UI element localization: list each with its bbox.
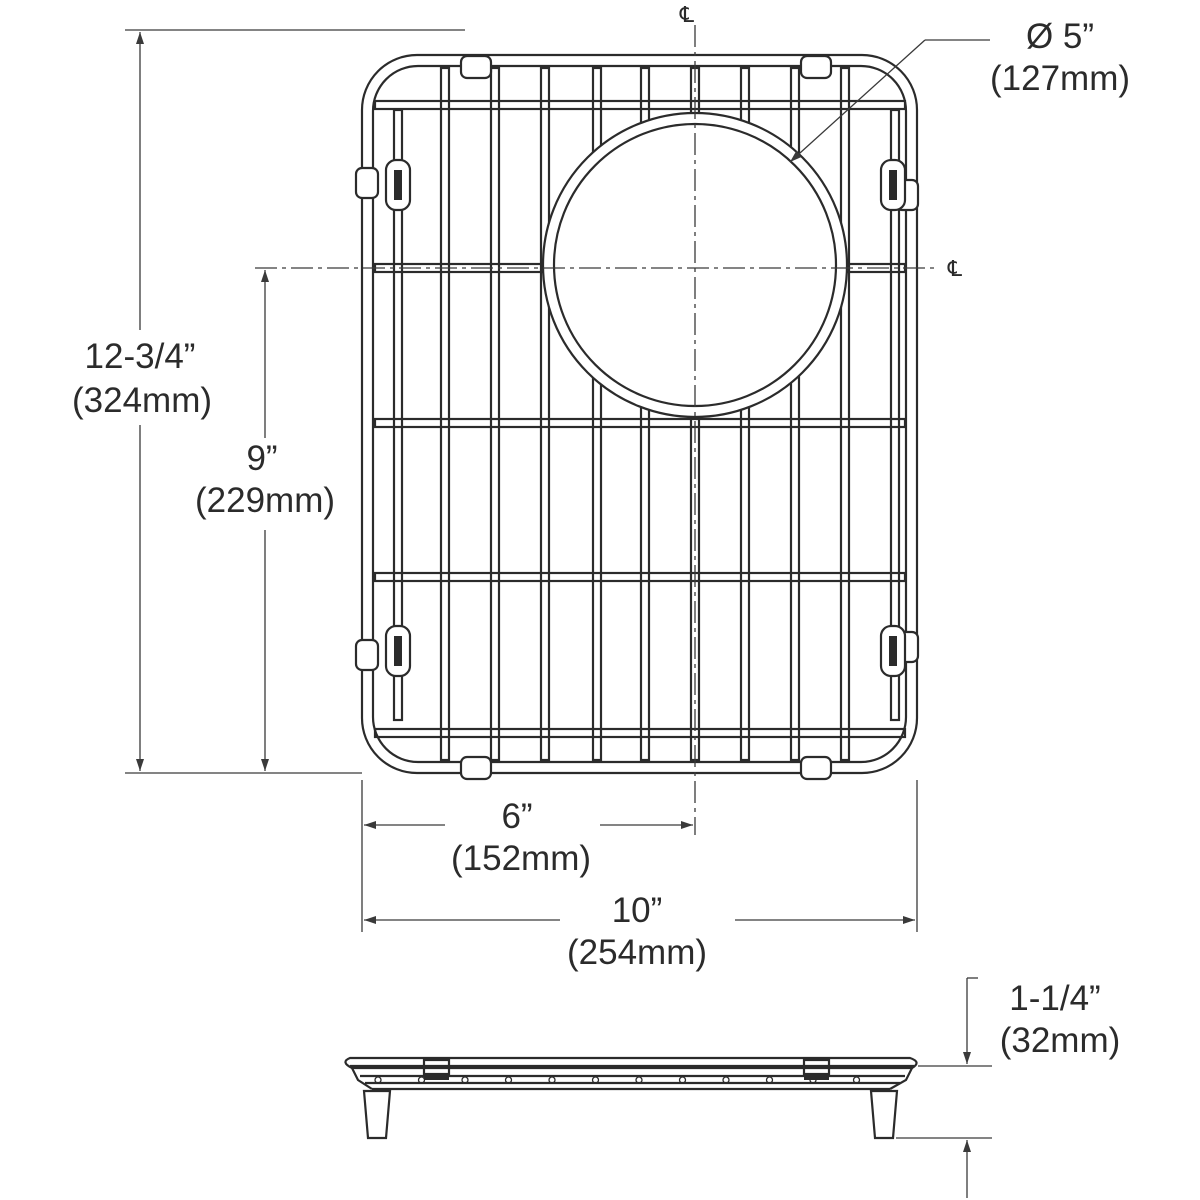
side-bar-end: [548, 1076, 556, 1084]
side-bar-end: [635, 1076, 643, 1084]
grid-bar: [539, 66, 551, 762]
side-bar-end: [852, 1076, 861, 1084]
bumper-clip: [459, 755, 493, 781]
overall-width-dimension: 10” (254mm): [364, 891, 915, 972]
bumper-clip: [799, 755, 833, 781]
grid-bar: [639, 66, 651, 762]
side-bar-end: [461, 1076, 469, 1084]
bumper-clip: [459, 54, 493, 80]
rack-side-view: [344, 1056, 918, 1140]
height-dimension: 1-1/4” (32mm): [896, 977, 1121, 1198]
side-bar-end: [722, 1076, 730, 1084]
overall-length-metric: (324mm): [72, 381, 212, 420]
bar-connector-core: [394, 636, 402, 666]
grid-bar: [489, 66, 501, 762]
bumper-clip: [354, 638, 380, 672]
drain-opening-outer: [541, 111, 849, 419]
overall-width-metric: (254mm): [567, 933, 707, 972]
centerline-symbol-top: ℄: [679, 3, 695, 28]
bar-connector-core: [394, 170, 402, 200]
bar-connector-core: [889, 170, 897, 200]
side-bar-end: [374, 1076, 382, 1084]
bar-connector-core: [889, 636, 897, 666]
drain-diameter-imperial: Ø 5”: [1026, 17, 1094, 56]
overall-length-imperial: 12-3/4”: [85, 337, 196, 376]
rack-outer-frame: [360, 53, 919, 775]
grid-crossbar: [373, 571, 907, 583]
grid-crossbar: [373, 99, 907, 111]
height-metric: (32mm): [1000, 1021, 1121, 1060]
centerline-symbol-right: ℄: [947, 257, 963, 282]
grid-crossbar: [373, 417, 907, 429]
drain-offset-length-metric: (229mm): [195, 481, 335, 520]
drain-diameter-dimension: Ø 5” (127mm): [789, 17, 1130, 163]
overall-width-imperial: 10”: [612, 891, 663, 930]
overall-length-dimension: 12-3/4” (324mm): [72, 29, 465, 774]
side-clip-right: [802, 1058, 831, 1076]
side-bar-end: [765, 1076, 774, 1084]
grid-bar: [591, 66, 603, 762]
drain-diameter-metric: (127mm): [990, 59, 1130, 98]
side-clip-left: [422, 1058, 451, 1076]
grid-bar: [739, 66, 751, 762]
rack-inner-frame: [371, 64, 908, 764]
grid-bar: [789, 66, 801, 762]
side-bar-end: [504, 1076, 513, 1084]
grid-crossbar: [373, 727, 907, 739]
foot-right: [869, 1089, 899, 1140]
drain-offset-length-dimension: 9” (229mm): [195, 270, 335, 771]
side-bar-end: [591, 1076, 600, 1084]
grid-bar: [839, 66, 851, 762]
height-imperial: 1-1/4”: [1009, 979, 1100, 1018]
bumper-clip: [354, 166, 380, 200]
foot-left: [362, 1089, 392, 1140]
drain-offset-width-dimension: 6” (152mm): [361, 780, 918, 932]
drain-offset-width-imperial: 6”: [501, 797, 532, 836]
grid-bar: [439, 66, 451, 762]
drain-offset-length-imperial: 9”: [246, 439, 277, 478]
side-bar-end: [678, 1076, 687, 1084]
drain-offset-width-metric: (152mm): [451, 839, 591, 878]
rack-top-view: [354, 53, 920, 781]
bumper-clip: [799, 54, 833, 80]
